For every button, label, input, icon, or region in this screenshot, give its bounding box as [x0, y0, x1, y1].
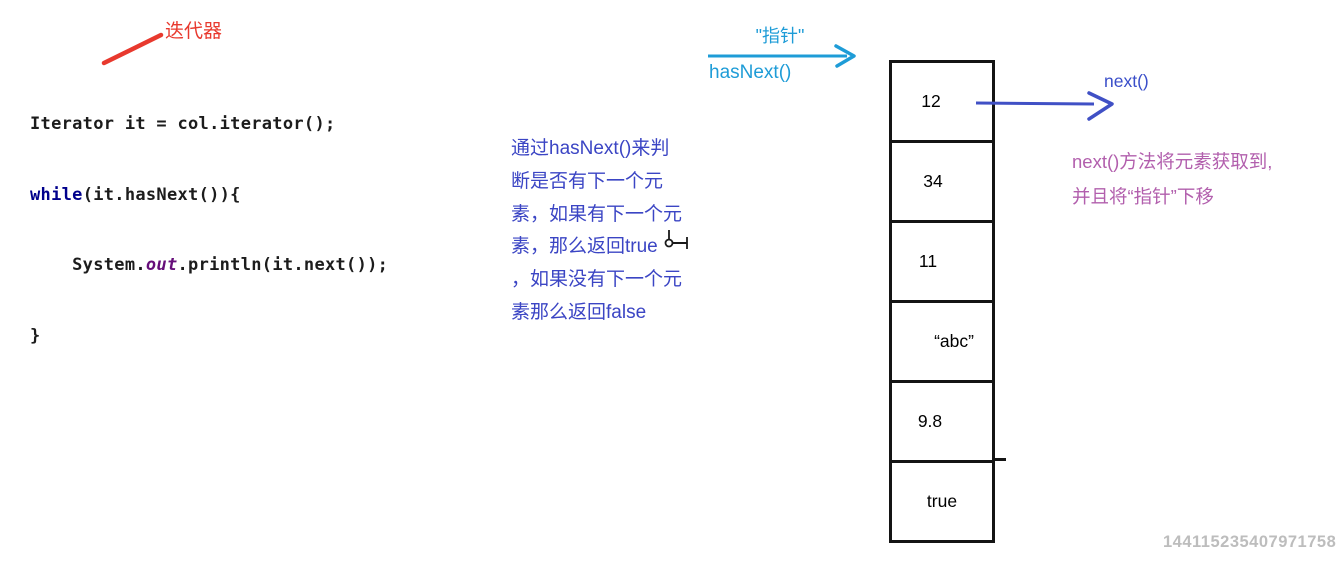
- explanation-line: 通过hasNext()来判: [511, 138, 670, 159]
- code-block: Iterator it = col.iterator(); while(it.h…: [30, 66, 388, 395]
- collection-cell: true: [892, 463, 992, 540]
- collection-cell: 9.8: [892, 383, 992, 463]
- next-description-line: next()方法将元素获取到,: [1072, 151, 1273, 172]
- code-line: while(it.hasNext()){: [30, 184, 388, 208]
- cell-value: true: [926, 491, 958, 511]
- code-text: System.: [30, 255, 146, 275]
- collection-cell: 11: [892, 223, 992, 303]
- pointer-arrow-icon: [708, 44, 856, 68]
- hasnext-label: hasNext(): [709, 62, 792, 83]
- code-keyword: while: [30, 184, 83, 205]
- cell-divider-overhang: [994, 458, 1006, 461]
- hasnext-explanation: 通过hasNext()来判 断是否有下一个元 素，如果有下一个元 素，那么返回t…: [511, 133, 682, 330]
- iterator-callout-label: 迭代器: [165, 21, 223, 42]
- explanation-line: ，如果没有下一个元: [511, 269, 683, 291]
- collection-cell: 34: [892, 143, 992, 223]
- explanation-line: 素，那么返回true: [511, 236, 658, 258]
- cell-value: 12: [921, 91, 941, 111]
- code-text: .println(it.next());: [177, 255, 389, 275]
- next-method-label: next(): [1104, 71, 1149, 91]
- cell-value: 34: [923, 171, 943, 191]
- code-line: Iterator it = col.iterator();: [30, 113, 388, 137]
- next-arrow-icon: [975, 91, 1114, 121]
- code-line: System.out.println(it.next());: [30, 254, 388, 278]
- explanation-line: 素，如果有下一个元: [511, 203, 683, 225]
- next-description-line: 并且将“指针”下移: [1072, 186, 1214, 207]
- explanation-line: 断是否有下一个元: [511, 170, 664, 192]
- explanation-line: 素那么返回false: [511, 301, 647, 323]
- cell-value: “abc”: [934, 331, 974, 351]
- pointer-quote-label: "指针": [755, 26, 805, 46]
- collection-box: 12 34 11 “abc” 9.8 true: [889, 60, 995, 543]
- code-field: out: [145, 255, 178, 275]
- next-description: next()方法将元素获取到, 并且将“指针”下移: [1072, 144, 1272, 214]
- code-text: Iterator it = col.iterator();: [30, 114, 336, 134]
- collection-cell: 12: [892, 63, 992, 143]
- callout-line-icon: [101, 32, 164, 66]
- cell-value: 11: [918, 251, 938, 271]
- code-text: (it.hasNext()){: [82, 184, 241, 205]
- collection-cell: “abc”: [892, 303, 992, 383]
- watermark-number: 144115235407971758: [1163, 533, 1337, 551]
- cell-value: 9.8: [917, 411, 943, 431]
- code-line: }: [30, 325, 388, 349]
- code-text: }: [30, 325, 41, 346]
- text-cursor-icon: [664, 230, 688, 249]
